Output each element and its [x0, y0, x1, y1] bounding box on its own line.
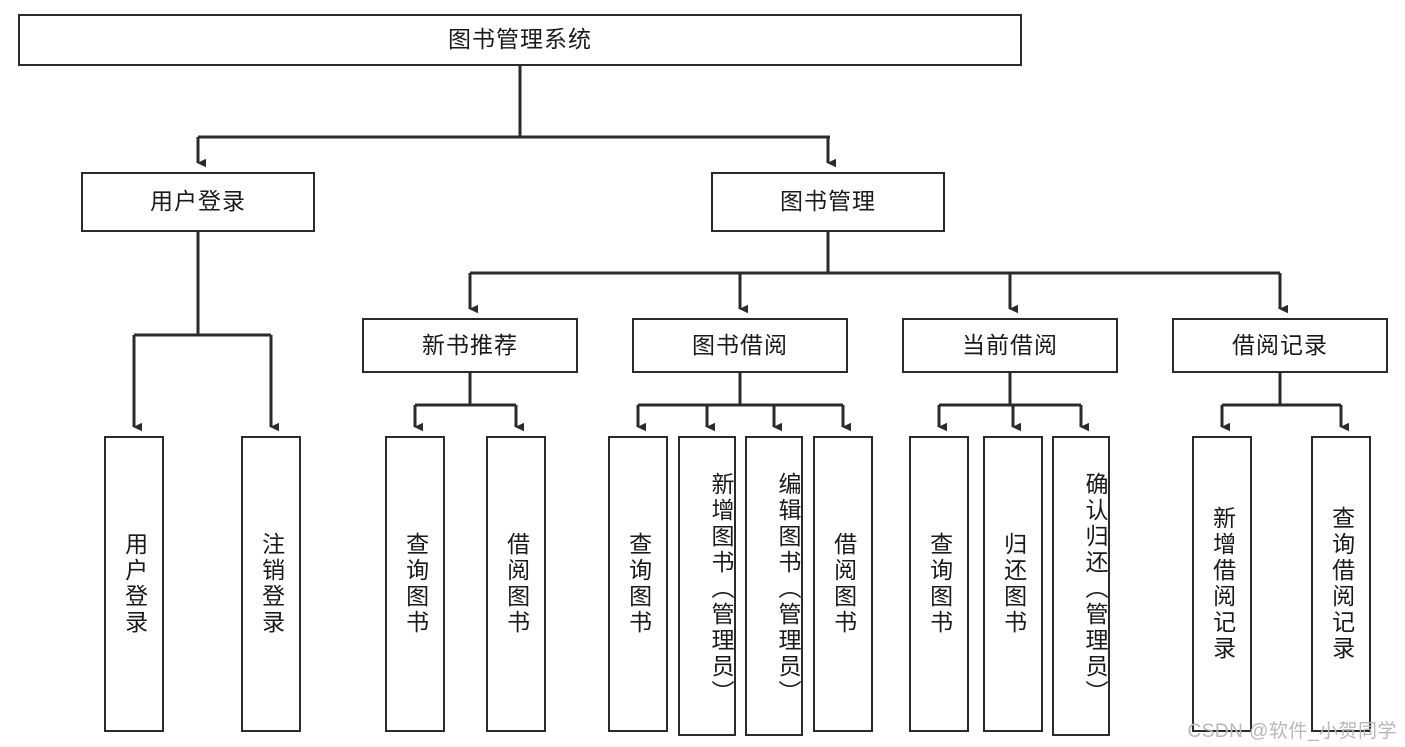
node-book-management[interactable]: 图书管理 [711, 172, 945, 232]
node-leaf-add-book-admin[interactable]: 新增图书（管理员） [678, 436, 736, 736]
node-leaf-logout[interactable]: 注销登录 [241, 436, 301, 732]
node-leaf-borrow-book[interactable]: 借阅图书 [813, 436, 873, 732]
node-leaf-query-book-borrow[interactable]: 查询图书 [608, 436, 668, 732]
csdn-watermark: CSDN @软件_小贺同学 [1187, 721, 1397, 742]
node-leaf-query-book-current[interactable]: 查询图书 [909, 436, 969, 732]
node-root-system[interactable]: 图书管理系统 [18, 14, 1022, 66]
node-leaf-edit-book-admin[interactable]: 编辑图书（管理员） [745, 436, 803, 736]
node-leaf-borrow-book-recommend[interactable]: 借阅图书 [486, 436, 546, 732]
node-current-borrow[interactable]: 当前借阅 [902, 318, 1118, 373]
node-new-book-recommend[interactable]: 新书推荐 [362, 318, 578, 373]
node-book-borrow[interactable]: 图书借阅 [632, 318, 848, 373]
node-leaf-user-login[interactable]: 用户登录 [104, 436, 164, 732]
node-borrow-record[interactable]: 借阅记录 [1172, 318, 1388, 373]
node-leaf-add-borrow-record[interactable]: 新增借阅记录 [1192, 436, 1252, 732]
node-leaf-return-book[interactable]: 归还图书 [983, 436, 1043, 732]
node-user-login[interactable]: 用户登录 [81, 172, 315, 232]
node-leaf-query-borrow-record[interactable]: 查询借阅记录 [1311, 436, 1371, 732]
node-leaf-query-book-recommend[interactable]: 查询图书 [385, 436, 445, 732]
node-leaf-confirm-return-admin[interactable]: 确认归还（管理员） [1052, 436, 1110, 736]
